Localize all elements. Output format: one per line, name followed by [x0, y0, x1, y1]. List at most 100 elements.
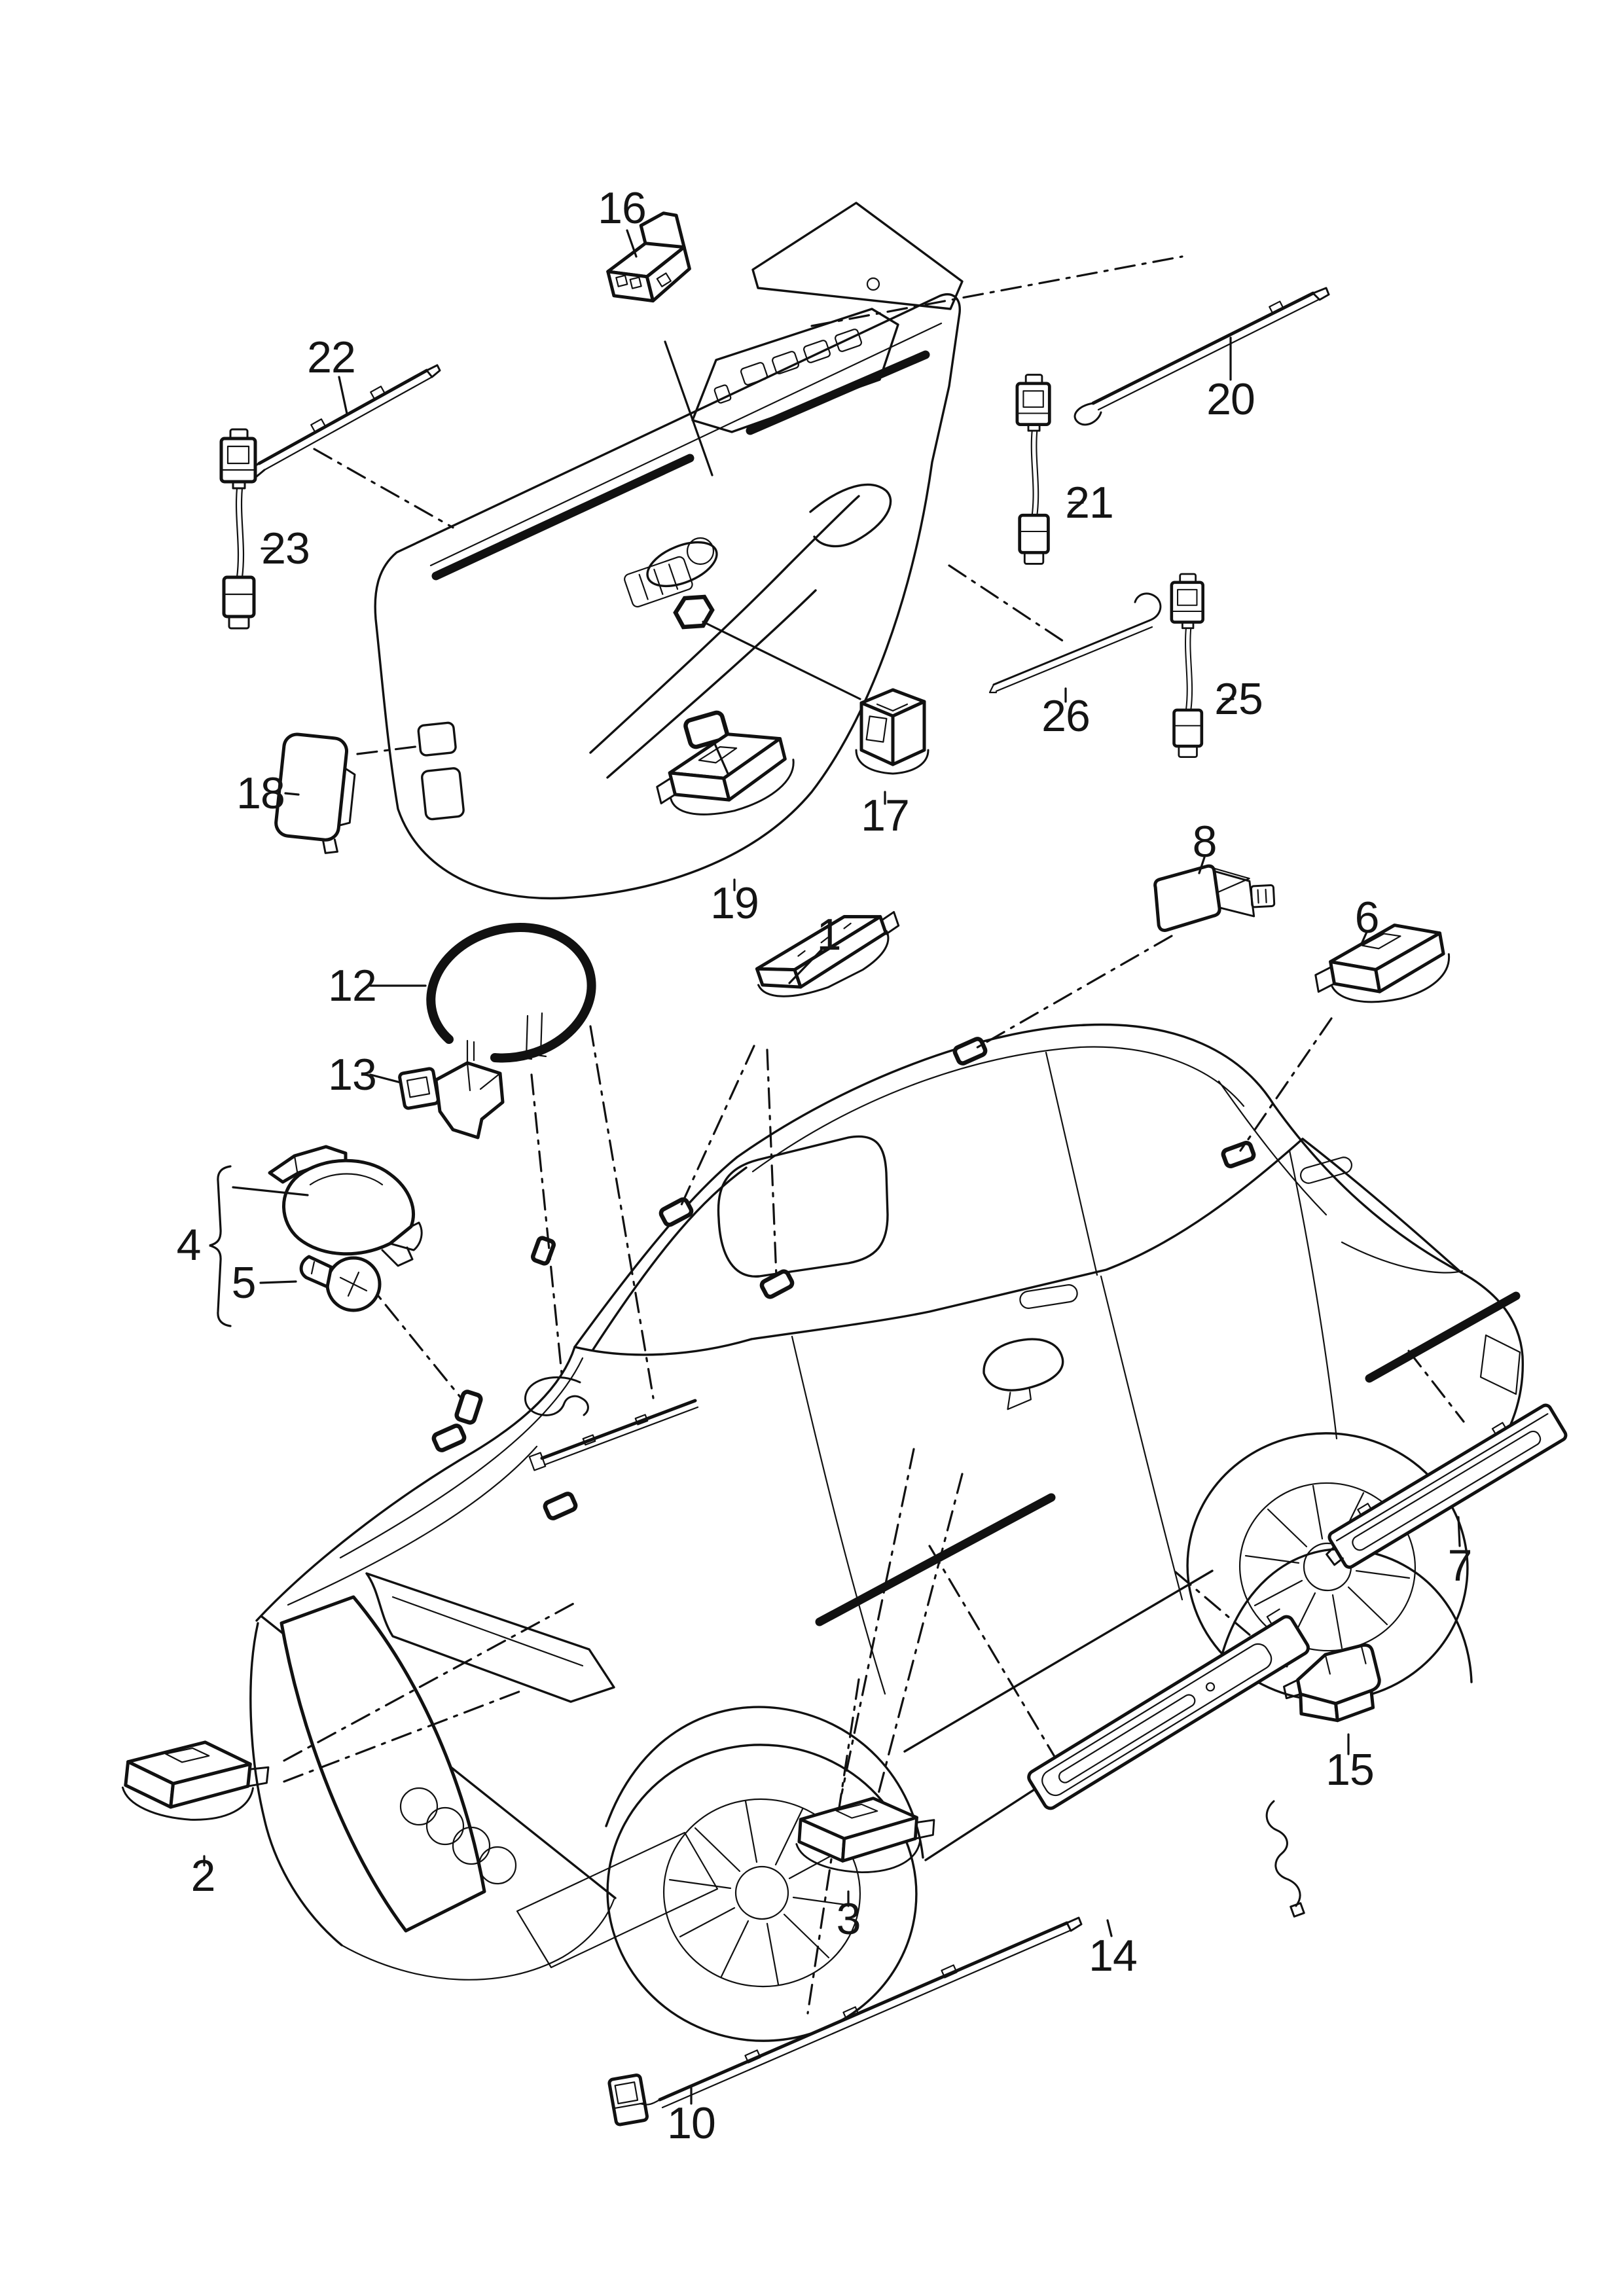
- part-8-interior-lamp-grid-lens: [1153, 864, 1276, 932]
- hood-hole-c: [543, 1492, 578, 1520]
- part-17-door-warning-lamp: [855, 688, 929, 775]
- armrest-switch-pad: [624, 556, 693, 608]
- rear-roof-line: [1272, 1103, 1462, 1274]
- part-4-lamp-housing: [268, 1145, 423, 1267]
- headlight: [365, 1572, 615, 1703]
- hood-crease-2: [287, 1445, 538, 1606]
- c-pillar: [1218, 1080, 1327, 1216]
- lamp-hole-lower: [683, 710, 729, 749]
- roof-hole-left-1: [659, 1197, 694, 1227]
- roof-hole-left-2: [759, 1269, 795, 1299]
- frame-hole: [866, 277, 880, 291]
- callout-label-15: 15: [1326, 1745, 1374, 1795]
- glass-top-line: [751, 1046, 1245, 1173]
- car-body-drawing: [249, 1023, 1525, 2042]
- part-7-quarter-trim-panel: [1326, 1403, 1568, 1569]
- callout-label-12: 12: [328, 961, 376, 1011]
- door-handle-bezel: [646, 541, 718, 588]
- beltline: [750, 1138, 1304, 1340]
- cowl-line: [573, 1338, 753, 1356]
- hood-gasket-c-shape: [524, 1376, 589, 1416]
- front-door-molding: [815, 1493, 1056, 1626]
- callout-label-14: 14: [1089, 1931, 1137, 1981]
- part-4-link-line: [232, 1186, 309, 1196]
- part-15-rear-footwell-lamp: [1283, 1643, 1381, 1723]
- callout-label-21: 21: [1065, 478, 1113, 528]
- part-19-door-courtesy-lamp: [656, 732, 795, 816]
- a-pillar-inner: [592, 1166, 748, 1351]
- callout-label-19: 19: [710, 878, 759, 928]
- callout-label-13: 13: [328, 1050, 376, 1100]
- label-pointer-lines: [203, 229, 1461, 2105]
- window-sill-line: [429, 322, 943, 567]
- a-pillar: [573, 1156, 738, 1348]
- window-switch-plate: [691, 308, 899, 433]
- rear-door-handle: [1299, 1157, 1353, 1184]
- bumper-intake: [516, 1831, 719, 1969]
- callout-label-10: 10: [667, 2098, 715, 2148]
- door-pocket-slots: [417, 721, 465, 821]
- callout-label-8: 8: [1193, 817, 1217, 867]
- window-frame-flap: [751, 202, 964, 310]
- part-5-wedge-bulb: [299, 1255, 382, 1312]
- front-bumper-edge: [249, 1622, 343, 1946]
- part-18-door-reflector: [274, 732, 356, 854]
- callout-label-16: 16: [598, 183, 646, 233]
- part-3-footwell-lamp: [795, 1797, 935, 1874]
- lamp-hole-upper: [673, 594, 715, 630]
- front-wheel-arch: [605, 1706, 924, 1859]
- part-13-holder-clip: [398, 1039, 505, 1139]
- hood-crease-1: [339, 1357, 584, 1559]
- front-door-seam: [791, 1335, 886, 1695]
- hood-hole-b: [431, 1424, 467, 1452]
- callout-label-17: 17: [861, 791, 909, 840]
- callout-label-22: 22: [307, 332, 355, 382]
- b-door-seam: [1100, 1275, 1183, 1601]
- part-21-adapter-cable: [1015, 374, 1051, 565]
- callout-label-26: 26: [1041, 691, 1090, 741]
- callout-label-23: 23: [261, 524, 310, 573]
- installed-trim-strip-left: [431, 454, 695, 581]
- callout-label-3: 3: [837, 1894, 861, 1944]
- hood-left-edge: [255, 1346, 576, 1622]
- quarter-beltline: [1301, 1138, 1462, 1274]
- hood-strip: [528, 1399, 699, 1471]
- headlight-inner-line: [391, 1596, 584, 1667]
- part-23-adapter-cable: [219, 428, 257, 630]
- part-12-retaining-ring: [426, 923, 596, 1063]
- sunroof-opening: [717, 1135, 889, 1278]
- part-14-sill-scuff-plate: [1027, 1608, 1310, 1918]
- front-door-handle: [1019, 1284, 1078, 1309]
- cowl-hole: [531, 1236, 556, 1266]
- callout-label-7: 7: [1448, 1541, 1472, 1590]
- callout-label-18: 18: [236, 768, 285, 818]
- part-6-luggage-compartment-lamp: [1314, 924, 1450, 1003]
- front-lower-lip: [340, 1898, 615, 1981]
- part-10-sill-light-strip: [607, 1916, 1083, 2126]
- window-switch-buttons: [713, 329, 862, 404]
- part-1-interior-reading-lamp: [755, 910, 900, 997]
- rear-door-seam: [1288, 1149, 1338, 1440]
- callout-label-2: 2: [191, 1851, 215, 1901]
- part-2-engine-compartment-lamp: [121, 1740, 270, 1821]
- b-pillar: [1045, 1051, 1098, 1276]
- callout-label-1: 1: [817, 910, 841, 960]
- part-4-brace: [209, 1165, 232, 1327]
- audi-rings: [399, 1787, 517, 1885]
- callout-label-6: 6: [1355, 893, 1379, 942]
- armrest-upper-line: [589, 495, 860, 754]
- roof-hole-right: [952, 1037, 988, 1066]
- part-26-light-guide-rod: [988, 592, 1162, 694]
- door-mirror: [983, 1338, 1064, 1410]
- trunk-seam: [1341, 1241, 1464, 1274]
- door-panel-drawing: [374, 202, 964, 900]
- callout-label-25: 25: [1214, 674, 1263, 724]
- callout-label-20: 20: [1206, 374, 1255, 424]
- door-bottom-line: [903, 1570, 1214, 1753]
- door-pull-cup: [809, 483, 892, 548]
- quarter-hole: [1221, 1140, 1256, 1169]
- taillight: [1479, 1334, 1521, 1395]
